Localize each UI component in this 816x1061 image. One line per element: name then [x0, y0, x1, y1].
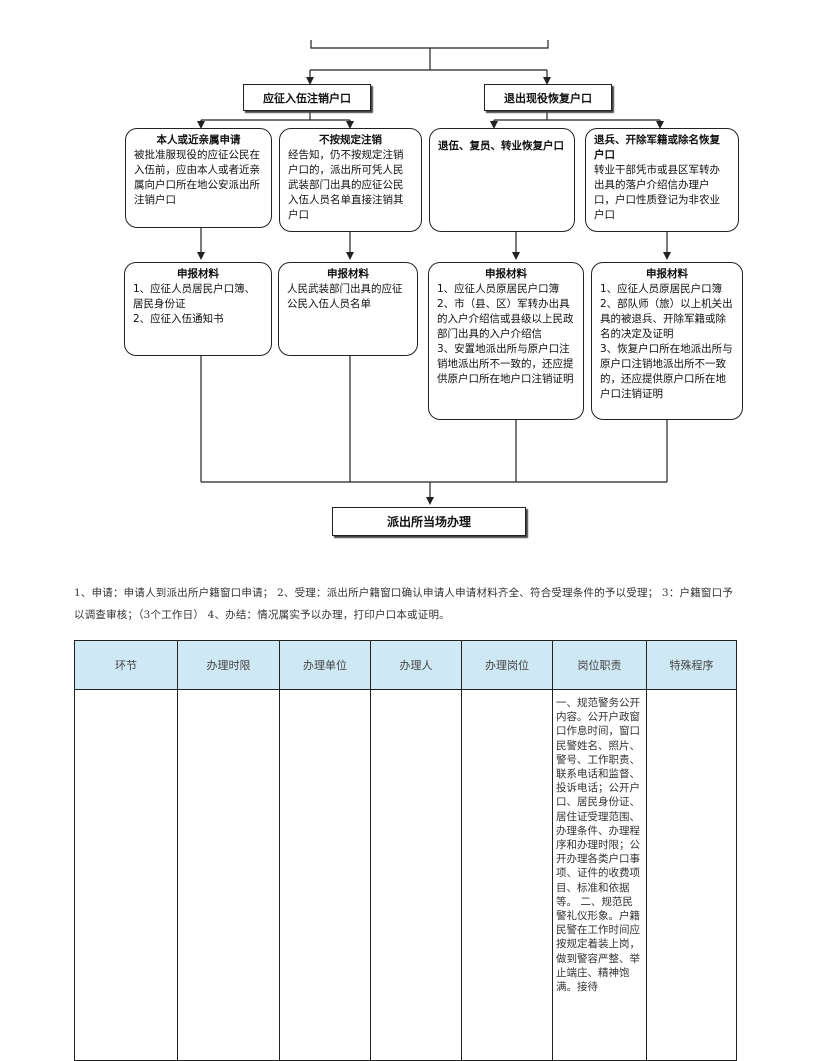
cell-special [646, 689, 737, 1061]
final-label: 派出所当场办理 [386, 515, 471, 529]
step-body: 经告知，仍不按规定注销户口的，派出所可凭人民武装部门出具的应征公民入伍人员名单直… [288, 149, 404, 221]
materials-dismissed-restore: 申报材料 1、应征人员原居民户口簿 2、部队师（旅）以上机关出具的被退兵、开除军… [591, 262, 743, 420]
duty-table: 环节 办理时限 办理单位 办理人 办理岗位 岗位职责 特殊程序 一、规范警务公开… [74, 640, 737, 1061]
materials-body: 人民武装部门出具的应征公民入伍人员名单 [287, 283, 403, 310]
step-self-apply: 本人或近亲属申请 被批准服现役的应征公民在入伍前，应由本人或者近亲属向户口所在地… [125, 128, 272, 228]
branch-retire-restore: 退出现役恢复户口 [484, 84, 612, 111]
materials-body: 1、应征人员原居民户口簿 2、市（县、区）军转办出具的入户介绍信或县级以上民政部… [437, 283, 574, 385]
header-unit: 办理单位 [279, 640, 371, 690]
step-dismissed-restore: 退兵、开除军籍或除名恢复户口 转业干部凭市或县区军转办出具的落户介绍信办理户口，… [585, 128, 739, 232]
cell-stage [74, 689, 178, 1061]
branch-enlist-cancel-label: 应征入伍注销户口 [263, 91, 351, 105]
duty-text: 一、规范警务公开内容。公开户政窗口作息时间，窗口民警姓名、照片、警号、工作职责、… [556, 697, 640, 994]
header-special: 特殊程序 [646, 640, 737, 690]
table-row: 一、规范警务公开内容。公开户政窗口作息时间，窗口民警姓名、照片、警号、工作职责、… [74, 689, 737, 1061]
step-title: 不按规定注销 [319, 134, 382, 146]
step-title: 退伍、复员、转业恢复户口 [438, 140, 564, 152]
cell-duty: 一、规范警务公开内容。公开户政窗口作息时间，窗口民警姓名、照片、警号、工作职责、… [552, 689, 647, 1061]
materials-title: 申报材料 [485, 268, 527, 280]
final-police-station-handle: 派出所当场办理 [332, 507, 526, 536]
header-post: 办理岗位 [461, 640, 553, 690]
cell-post [461, 689, 553, 1061]
table-header-row: 环节 办理时限 办理单位 办理人 办理岗位 岗位职责 特殊程序 [74, 640, 737, 690]
materials-body: 1、应征人员居民户口簿、居民身份证 2、应征入伍通知书 [133, 283, 256, 325]
header-stage: 环节 [74, 640, 178, 690]
header-handler: 办理人 [370, 640, 462, 690]
step-body: 转业干部凭市或县区军转办出具的落户介绍信办理户口，户口性质登记为非农业户口 [594, 164, 720, 221]
materials-title: 申报材料 [177, 268, 219, 280]
top-bracket [310, 40, 549, 49]
branch-retire-restore-label: 退出现役恢复户口 [504, 91, 592, 105]
step-title: 退兵、开除军籍或除名恢复户口 [594, 134, 720, 161]
materials-title: 申报材料 [646, 268, 688, 280]
header-duty: 岗位职责 [552, 640, 647, 690]
materials-retire-restore: 申报材料 1、应征人员原居民户口簿 2、市（县、区）军转办出具的入户介绍信或县级… [428, 262, 584, 420]
procedure-description: 1、申请：申请人到派出所户籍窗口申请； 2、受理：派出所户籍窗口确认申请人申请材… [74, 587, 734, 621]
step-not-cancelled: 不按规定注销 经告知，仍不按规定注销户口的，派出所可凭人民武装部门出具的应征公民… [279, 128, 422, 232]
materials-body: 1、应征人员原居民户口簿 2、部队师（旅）以上机关出具的被退兵、开除军籍或除名的… [600, 283, 733, 400]
branch-enlist-cancel: 应征入伍注销户口 [243, 84, 371, 111]
materials-not-cancelled: 申报材料 人民武装部门出具的应征公民入伍人员名单 [278, 262, 418, 356]
header-time-limit: 办理时限 [177, 640, 280, 690]
step-retire-restore: 退伍、复员、转业恢复户口 [429, 128, 575, 232]
cell-handler [370, 689, 462, 1061]
cell-unit [279, 689, 371, 1061]
flow-connectors [197, 40, 671, 505]
step-title: 本人或近亲属申请 [156, 134, 241, 146]
materials-title: 申报材料 [327, 268, 369, 280]
materials-self-apply: 申报材料 1、应征人员居民户口簿、居民身份证 2、应征入伍通知书 [124, 262, 272, 356]
step-body: 被批准服现役的应征公民在入伍前，应由本人或者近亲属向户口所在地公安派出所注销户口 [134, 149, 260, 206]
cell-time-limit [177, 689, 280, 1061]
